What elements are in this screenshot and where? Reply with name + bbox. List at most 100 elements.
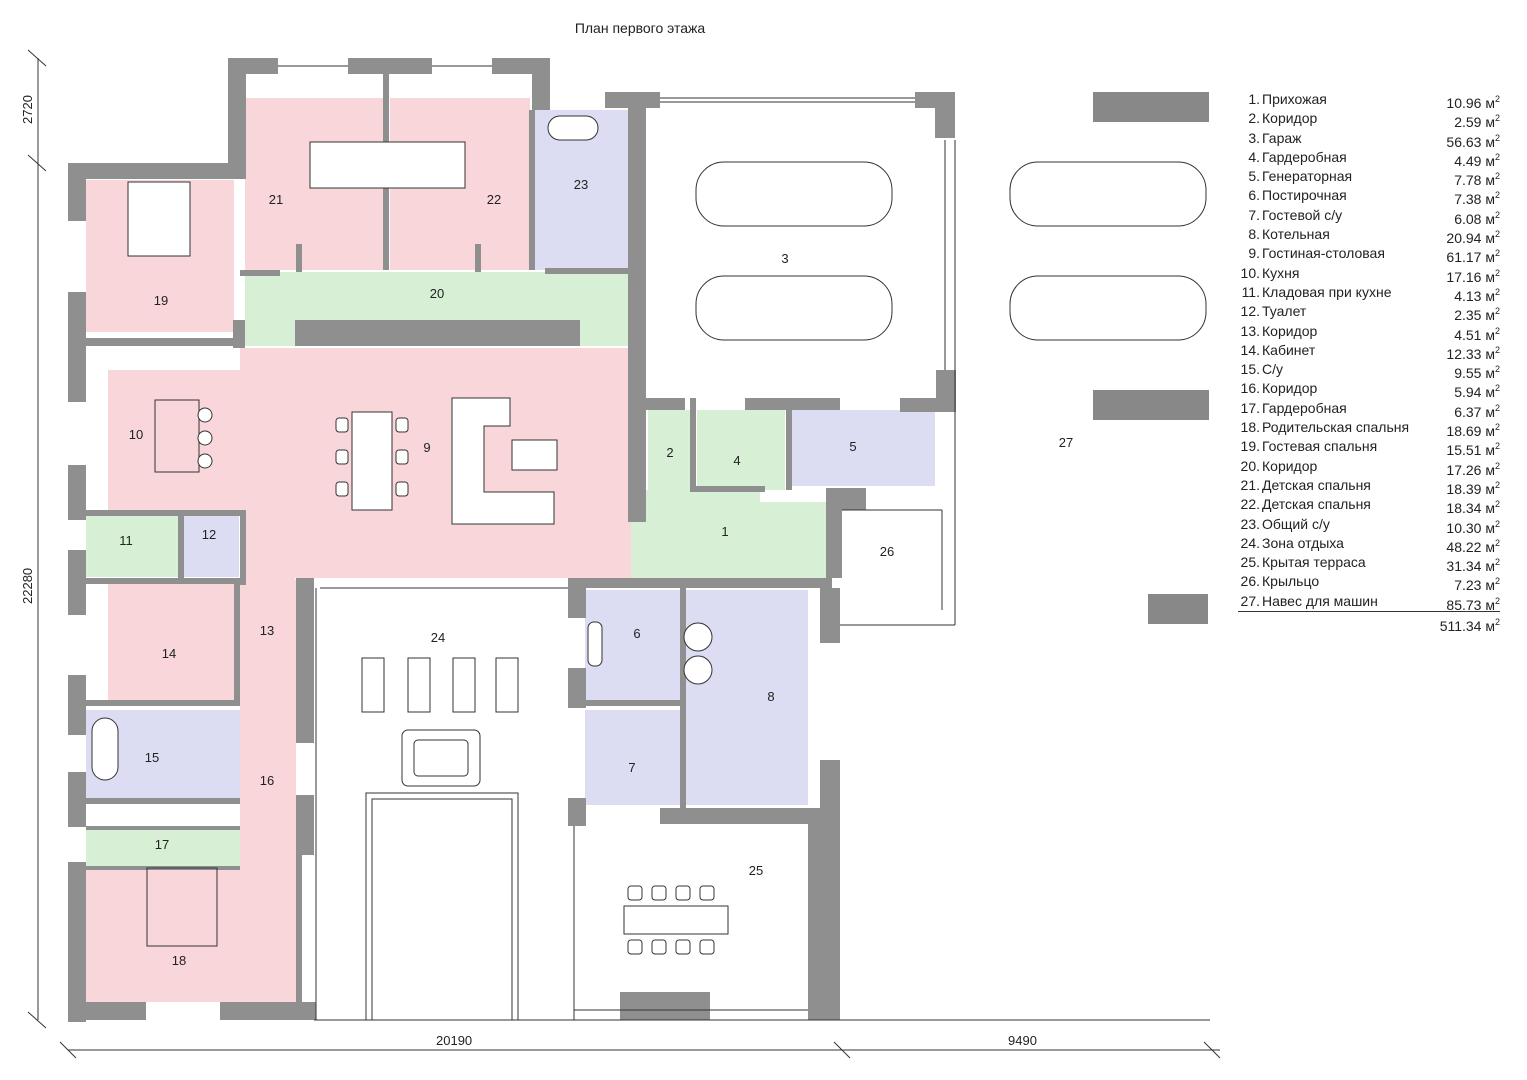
legend-area-value: 4.51 bbox=[1454, 326, 1482, 343]
legend-area-value: 2.35 bbox=[1454, 307, 1482, 324]
legend-room-number: 27. bbox=[1240, 592, 1260, 609]
legend-room-area: 5.94 м2 bbox=[1454, 379, 1500, 401]
legend-area-unit: м bbox=[1485, 133, 1495, 150]
legend-room-title: Коридор bbox=[1262, 110, 1318, 127]
legend-room-title: Коридор bbox=[1262, 322, 1318, 339]
legend-room-name: 13.Коридор bbox=[1238, 322, 1318, 341]
room-5-fill bbox=[790, 410, 935, 486]
legend-room-number: 3. bbox=[1248, 129, 1260, 146]
legend-area-value: 6.08 bbox=[1454, 210, 1482, 227]
dim-top-left-vertical: 2720 bbox=[20, 95, 35, 124]
plan-label-21: 21 bbox=[269, 192, 283, 207]
legend-area-value: 48.22 bbox=[1446, 538, 1482, 555]
plan-title: План первого этажа bbox=[574, 20, 706, 36]
legend-area-value: 10.96 bbox=[1446, 95, 1482, 111]
legend-area-unit-power: 2 bbox=[1494, 383, 1500, 394]
legend-room-name: 19.Гостевая спальня bbox=[1238, 437, 1378, 456]
plan-label-23: 23 bbox=[574, 177, 588, 192]
legend-area-unit-power: 2 bbox=[1494, 248, 1500, 259]
plan-label-25: 25 bbox=[749, 863, 763, 878]
legend-room-number: 5. bbox=[1248, 168, 1260, 185]
plan-label-27: 27 bbox=[1059, 435, 1073, 450]
legend-room-title: Генераторная bbox=[1262, 168, 1353, 185]
legend-room-area: 4.51 м2 bbox=[1454, 322, 1500, 343]
legend-area-unit-power: 2 bbox=[1494, 171, 1500, 182]
legend-room-number: 25. bbox=[1240, 554, 1260, 571]
legend-area-unit-power: 2 bbox=[1494, 286, 1500, 297]
legend-area-unit: м bbox=[1485, 500, 1495, 517]
legend-room-name: 3.Гараж bbox=[1238, 129, 1302, 148]
legend-area-unit: м bbox=[1485, 307, 1495, 324]
plan-label-12: 12 bbox=[202, 527, 216, 542]
room-8-fill bbox=[683, 590, 808, 805]
legend-room-area: 4.13 м2 bbox=[1454, 283, 1500, 304]
legend-area-value: 5.94 bbox=[1454, 384, 1482, 401]
legend-room-area: 15.51 м2 bbox=[1446, 437, 1500, 458]
plan-label-11: 11 bbox=[119, 533, 133, 548]
legend-area-unit: м bbox=[1485, 365, 1495, 382]
legend-room-title: Кабинет bbox=[1262, 341, 1316, 358]
legend-room-title: Крытая терраса bbox=[1262, 554, 1366, 571]
room-18-fill bbox=[86, 868, 296, 1002]
legend-room-title: Общий с/у bbox=[1262, 515, 1330, 532]
plan-label-10: 10 bbox=[129, 427, 143, 442]
plan-label-14: 14 bbox=[162, 646, 176, 661]
legend-room-area: 7.38 м2 bbox=[1454, 186, 1500, 208]
legend-room-number: 17. bbox=[1240, 399, 1260, 416]
legend-room-area: 17.16 м2 bbox=[1446, 264, 1500, 285]
dim-left-vertical: 22280 bbox=[20, 567, 35, 604]
legend-room-name: 5.Генераторная bbox=[1238, 167, 1352, 186]
legend-room-name: 7.Гостевой с/у bbox=[1238, 206, 1342, 225]
legend-area-unit-power: 2 bbox=[1494, 402, 1500, 413]
legend-area-value: 17.16 bbox=[1446, 268, 1482, 285]
legend-area-value: 18.39 bbox=[1446, 480, 1482, 497]
furniture bbox=[91, 115, 1207, 955]
legend-room-name: 2.Коридор bbox=[1238, 109, 1317, 128]
legend-room-number: 4. bbox=[1248, 148, 1260, 165]
legend-area-unit-power: 2 bbox=[1494, 151, 1500, 162]
legend-room-title: Гараж bbox=[1262, 129, 1302, 146]
legend-area-unit: м bbox=[1485, 403, 1495, 420]
legend-room-name: 9.Гостиная-столовая bbox=[1238, 244, 1385, 263]
plan-label-2: 2 bbox=[666, 445, 673, 460]
plan-label-15: 15 bbox=[145, 750, 159, 765]
legend-area-unit: м bbox=[1485, 172, 1495, 189]
legend-room-title: Коридор bbox=[1262, 380, 1318, 397]
legend-room-name: 25.Крытая терраса bbox=[1238, 553, 1366, 572]
legend-room-number: 8. bbox=[1248, 226, 1260, 243]
legend-area-unit: м bbox=[1485, 191, 1495, 208]
plan-label-24: 24 bbox=[431, 630, 445, 645]
legend-room-area: 6.37 м2 bbox=[1454, 399, 1500, 420]
legend-room-title: Детская спальня bbox=[1262, 496, 1371, 513]
legend-row: 2.Коридор 2.59 м2 bbox=[1238, 109, 1500, 130]
legend-area-unit-power: 2 bbox=[1494, 325, 1500, 336]
legend-room-area: 2.59 м2 bbox=[1454, 109, 1500, 130]
legend-area-value: 7.23 bbox=[1454, 577, 1482, 594]
legend-area-unit-power: 2 bbox=[1494, 479, 1500, 490]
legend-room-name: 15.С/у bbox=[1238, 360, 1283, 379]
legend-room-title: Котельная bbox=[1262, 226, 1330, 243]
legend-area-value: 7.38 bbox=[1454, 191, 1482, 208]
legend-room-area: 18.34 м2 bbox=[1446, 495, 1500, 517]
legend-room-number: 23. bbox=[1240, 515, 1260, 532]
legend-room-number: 2. bbox=[1248, 110, 1260, 127]
legend-room-name: 12.Туалет bbox=[1238, 302, 1307, 321]
legend-area-unit-power: 2 bbox=[1494, 229, 1500, 240]
plan-label-5: 5 bbox=[849, 439, 856, 454]
legend-area-unit-power: 2 bbox=[1494, 537, 1500, 548]
legend-area-unit: м bbox=[1485, 345, 1495, 362]
legend-area-value: 85.73 bbox=[1446, 596, 1482, 613]
legend-room-title: Родительская спальня bbox=[1262, 419, 1410, 436]
legend-area-value: 12.33 bbox=[1446, 345, 1482, 362]
legend-area-unit-power: 2 bbox=[1494, 441, 1500, 452]
legend-room-number: 11. bbox=[1241, 283, 1260, 300]
plan-label-18: 18 bbox=[172, 953, 186, 968]
